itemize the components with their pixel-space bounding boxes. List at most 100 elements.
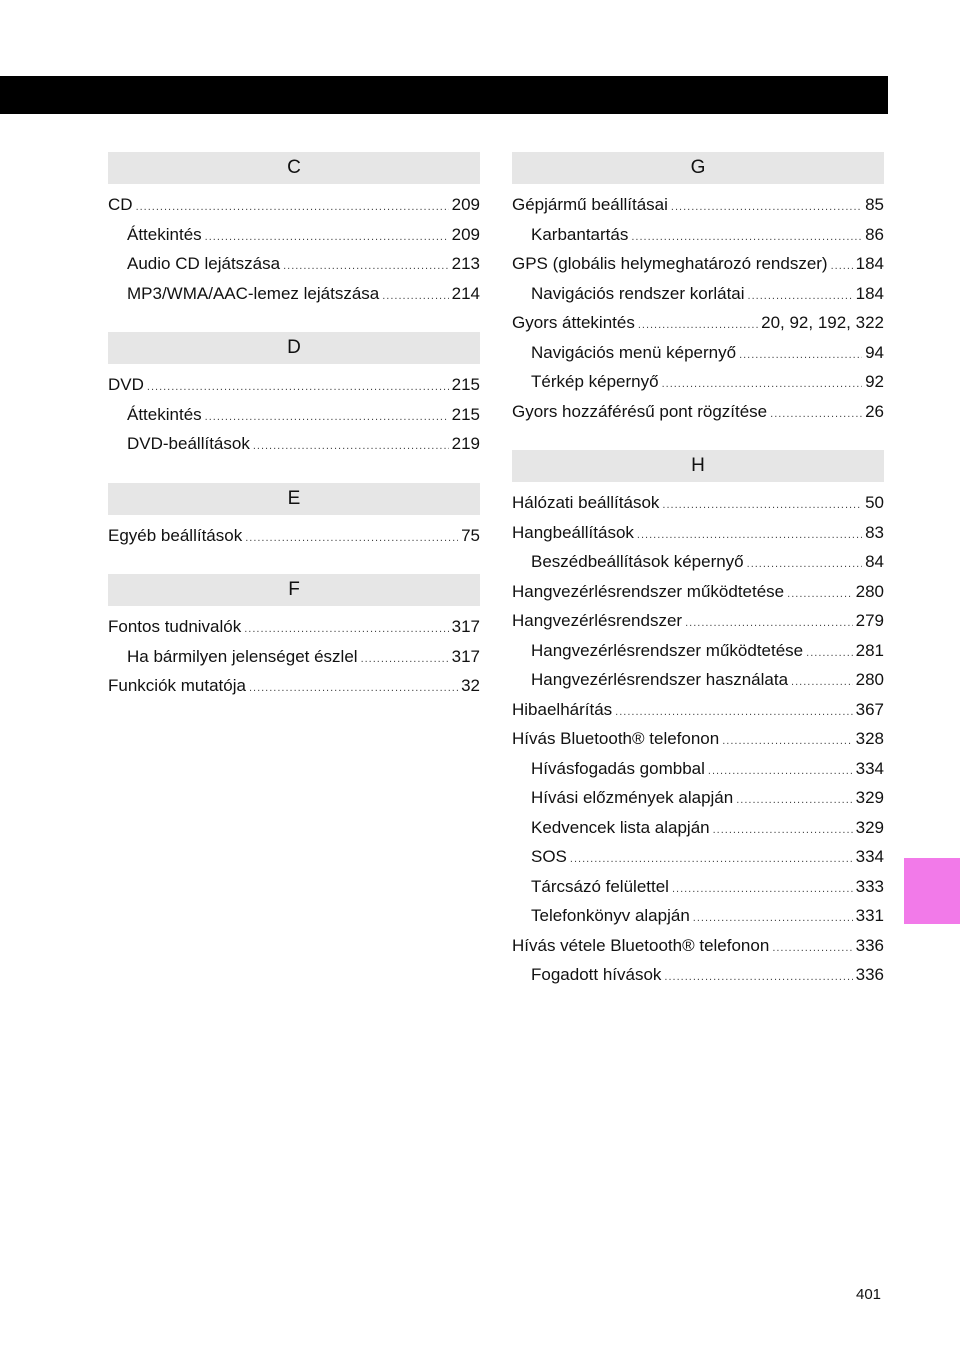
entry-page-number: 334 bbox=[855, 758, 884, 778]
dot-leader bbox=[791, 668, 853, 698]
index-entry[interactable]: Hangbeállítások 83 bbox=[512, 518, 884, 548]
index-subentry[interactable]: Audio CD lejátszása 213 bbox=[108, 249, 480, 279]
entry-page-number: 209 bbox=[451, 195, 480, 214]
dot-leader bbox=[748, 282, 853, 312]
index-entry[interactable]: Gyors áttekintés20, 92, 192, 322 bbox=[512, 308, 884, 338]
dot-leader bbox=[253, 432, 449, 462]
entry-label: Gépjármű beállításai bbox=[512, 195, 668, 214]
index-subentry[interactable]: Karbantartás 86 bbox=[512, 220, 884, 250]
index-subentry[interactable]: SOS334 bbox=[512, 842, 884, 872]
dot-leader bbox=[685, 609, 853, 639]
index-subentry[interactable]: Telefonkönyv alapján331 bbox=[512, 901, 884, 931]
entry-label: Hangbeállítások bbox=[512, 522, 634, 542]
dot-leader bbox=[382, 282, 448, 312]
index-entry[interactable]: Hívás Bluetooth® telefonon328 bbox=[512, 724, 884, 754]
index-subentry[interactable]: Fogadott hívások336 bbox=[512, 960, 884, 990]
page-number: 401 bbox=[856, 1286, 882, 1303]
dot-leader bbox=[787, 580, 852, 610]
index-entry[interactable]: Egyéb beállítások75 bbox=[108, 521, 480, 551]
index-entry[interactable]: Gépjármű beállításai85 bbox=[512, 190, 884, 220]
entry-page-number: 20, 92, 192, 322 bbox=[761, 313, 884, 332]
index-subentry[interactable]: Navigációs menü képernyő94 bbox=[512, 338, 884, 368]
index-entry[interactable]: Hívás vétele Bluetooth® telefonon336 bbox=[512, 931, 884, 961]
entry-page-number: 328 bbox=[855, 729, 884, 748]
entry-page-number: 26 bbox=[865, 401, 884, 421]
entry-label: Hangvezérlésrendszer használata bbox=[531, 670, 789, 689]
dot-leader bbox=[249, 674, 458, 704]
index-section-c: CCD209Áttekintés209Audio CD lejátszása21… bbox=[108, 152, 480, 308]
index-entry[interactable]: CD 209 bbox=[108, 190, 480, 220]
dot-leader bbox=[806, 639, 852, 669]
entry-label: MP3/WMA/AAC-lemez lejátszása bbox=[127, 283, 380, 303]
dot-leader bbox=[662, 370, 863, 400]
index-entry[interactable]: DVD215 bbox=[108, 370, 480, 400]
dot-leader bbox=[637, 521, 862, 551]
index-entry[interactable]: Hangvezérlésrendszer279 bbox=[512, 606, 884, 636]
index-subentry[interactable]: Hívásfogadás gombbal 334 bbox=[512, 754, 884, 784]
dot-leader bbox=[713, 816, 853, 846]
section-letter-header: H bbox=[512, 450, 884, 482]
entry-page-number: 86 bbox=[865, 224, 884, 244]
dot-leader bbox=[672, 875, 853, 905]
entry-label: SOS bbox=[531, 847, 567, 866]
entry-page-number: 50 bbox=[865, 493, 884, 512]
entry-label: Gyors hozzáférésű pont rögzítése bbox=[512, 401, 768, 421]
dot-leader bbox=[708, 757, 853, 787]
index-entry[interactable]: GPS (globális helymeghatározó rendszer)1… bbox=[512, 249, 884, 279]
dot-leader bbox=[615, 698, 852, 728]
index-subentry[interactable]: Áttekintés215 bbox=[108, 400, 480, 430]
chapter-tab-marker bbox=[904, 858, 960, 924]
index-subentry[interactable]: Hívási előzmények alapján329 bbox=[512, 783, 884, 813]
entry-page-number: 84 bbox=[865, 552, 884, 571]
dot-leader bbox=[638, 311, 758, 341]
entry-label: Beszédbeállítások képernyő bbox=[531, 552, 744, 571]
index-entry[interactable]: Fontos tudnivalók317 bbox=[108, 612, 480, 642]
entry-label: Audio CD lejátszása bbox=[127, 254, 281, 273]
entry-label: Kedvencek lista alapján bbox=[531, 817, 710, 837]
index-subentry[interactable]: Térkép képernyő 92 bbox=[512, 367, 884, 397]
entry-label: GPS (globális helymeghatározó rendszer) bbox=[512, 254, 828, 273]
entry-label: Hangvezérlésrendszer működtetése bbox=[531, 640, 804, 660]
dot-leader bbox=[570, 845, 853, 875]
dot-leader bbox=[205, 403, 449, 433]
dot-leader bbox=[693, 904, 853, 934]
entry-page-number: 279 bbox=[855, 611, 884, 630]
index-subentry[interactable]: Kedvencek lista alapján329 bbox=[512, 813, 884, 843]
entry-page-number: 92 bbox=[865, 372, 884, 391]
entry-label: CD bbox=[108, 195, 133, 214]
entry-page-number: 317 bbox=[451, 646, 480, 666]
dot-leader bbox=[770, 400, 862, 430]
index-subentry[interactable]: Hangvezérlésrendszer használata280 bbox=[512, 665, 884, 695]
entry-page-number: 219 bbox=[451, 434, 480, 453]
index-subentry[interactable]: Navigációs rendszer korlátai184 bbox=[512, 279, 884, 309]
index-subentry[interactable]: DVD-beállítások219 bbox=[108, 429, 480, 459]
entry-label: Karbantartás bbox=[531, 224, 629, 244]
entry-label: Ha bármilyen jelenséget észlel bbox=[127, 646, 358, 666]
entry-page-number: 280 bbox=[855, 581, 884, 601]
entry-label: Hangvezérlésrendszer működtetése bbox=[512, 581, 785, 601]
index-subentry[interactable]: MP3/WMA/AAC-lemez lejátszása214 bbox=[108, 279, 480, 309]
dot-leader bbox=[722, 727, 852, 757]
entry-page-number: 213 bbox=[451, 254, 480, 273]
index-subentry[interactable]: Ha bármilyen jelenséget észlel 317 bbox=[108, 642, 480, 672]
entry-label: Áttekintés bbox=[127, 404, 202, 424]
entry-page-number: 83 bbox=[865, 522, 884, 542]
index-column-left: CCD209Áttekintés209Audio CD lejátszása21… bbox=[108, 152, 480, 725]
index-entry[interactable]: Gyors hozzáférésű pont rögzítése 26 bbox=[512, 397, 884, 427]
index-entry[interactable]: Funkciók mutatója32 bbox=[108, 671, 480, 701]
index-entry[interactable]: Hangvezérlésrendszer működtetése 280 bbox=[512, 577, 884, 607]
index-subentry[interactable]: Tárcsázó felülettel333 bbox=[512, 872, 884, 902]
entry-page-number: 336 bbox=[855, 965, 884, 984]
index-entry[interactable]: Hibaelhárítás367 bbox=[512, 695, 884, 725]
index-subentry[interactable]: Áttekintés209 bbox=[108, 220, 480, 250]
entry-label: Térkép képernyő bbox=[531, 372, 659, 391]
index-subentry[interactable]: Hangvezérlésrendszer működtetése281 bbox=[512, 636, 884, 666]
entry-page-number: 329 bbox=[855, 788, 884, 807]
index-entry[interactable]: Hálózati beállítások50 bbox=[512, 488, 884, 518]
entry-label: Hívásfogadás gombbal bbox=[531, 758, 705, 778]
header-bar bbox=[0, 76, 888, 114]
dot-leader bbox=[736, 786, 852, 816]
section-letter-header: E bbox=[108, 482, 480, 515]
index-subentry[interactable]: Beszédbeállítások képernyő 84 bbox=[512, 547, 884, 577]
